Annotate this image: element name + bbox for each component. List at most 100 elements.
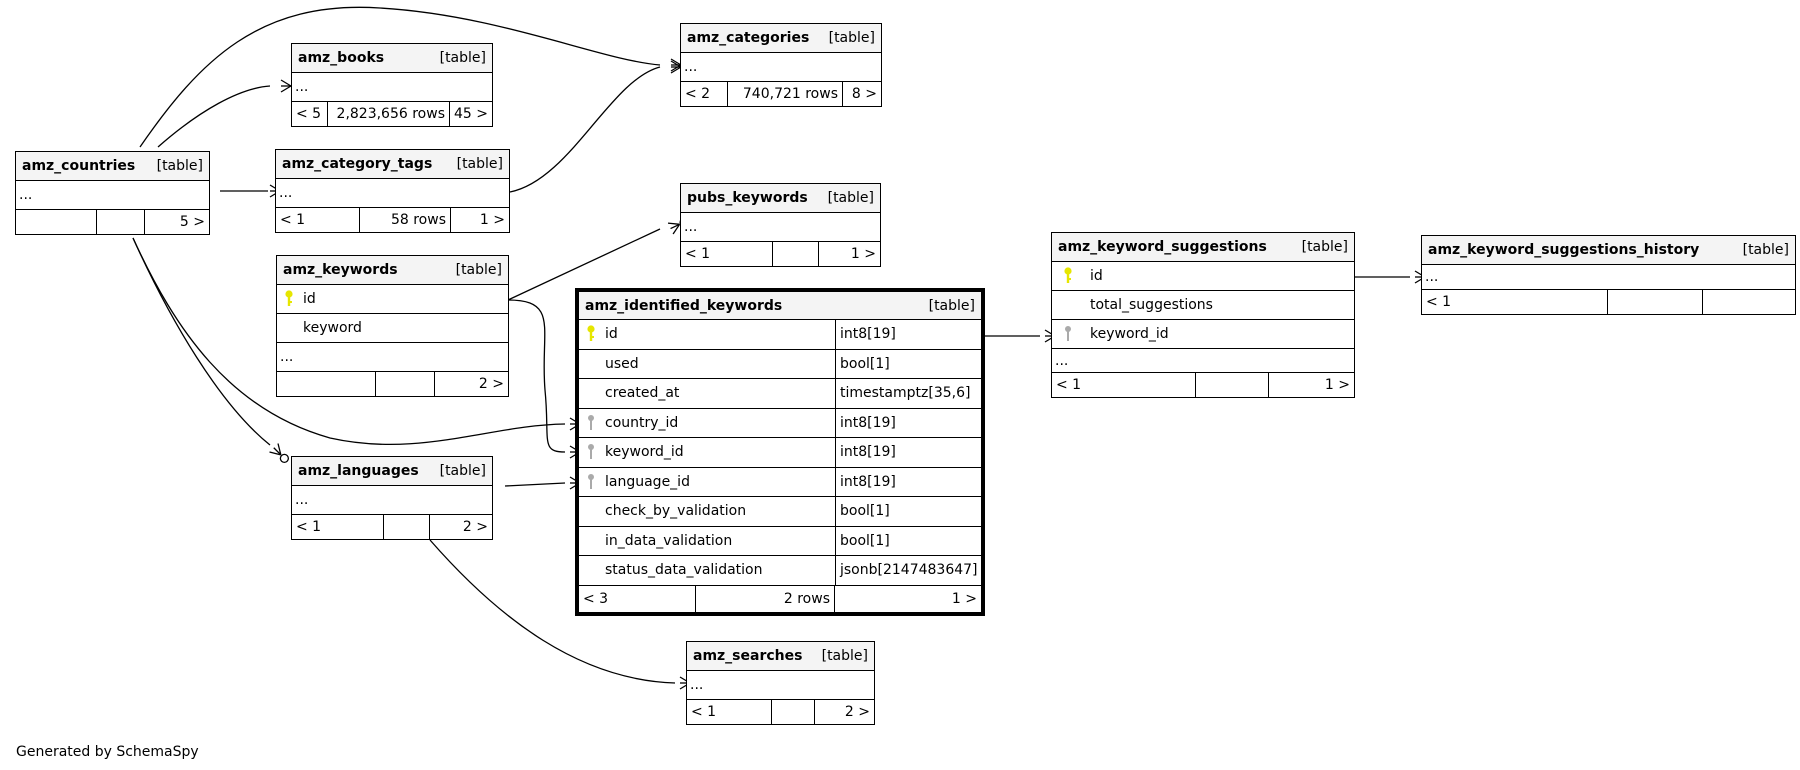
column-name: id — [303, 291, 316, 307]
table-header: amz_keyword_suggestions_history [table] — [1422, 236, 1795, 265]
column-name: keyword_id — [1090, 326, 1169, 342]
edge-countries-identified-keywords — [132, 237, 566, 446]
ellipsis-row: ... — [19, 187, 33, 203]
table-type: [table] — [156, 158, 203, 174]
table-header: amz_searches[table] — [687, 642, 874, 671]
column-name: check_by_validation — [605, 503, 747, 520]
table-type: [table] — [439, 50, 486, 66]
list-item: ... — [292, 73, 492, 102]
table-header: pubs_keywords[table] — [681, 184, 880, 213]
column-type: timestamptz[35,6] — [835, 379, 981, 408]
table-name: amz_category_tags — [282, 156, 433, 172]
ellipsis-row: ... — [1425, 269, 1439, 285]
table-row: created_at timestamptz[35,6] — [579, 379, 981, 409]
table-row: check_by_validation bool[1] — [579, 497, 981, 527]
list-item: ... — [276, 179, 509, 208]
table-pubs-keywords[interactable]: pubs_keywords[table] ... < 1 1 > — [680, 183, 881, 267]
edge-keywords-pubs-keywords — [507, 228, 661, 301]
ellipsis-row: ... — [684, 59, 698, 75]
column-name: used — [605, 355, 639, 372]
footer-parents: < 1 — [1056, 377, 1082, 393]
table-amz-categories[interactable]: amz_categories [table] ... < 2 740,721 ro… — [680, 23, 882, 107]
list-item: ... — [681, 53, 881, 82]
column-name: keyword_id — [605, 444, 684, 461]
table-row: id — [1052, 262, 1354, 291]
edge-countries-books — [157, 85, 271, 148]
footer-children — [1702, 290, 1795, 314]
table-amz-searches[interactable]: amz_searches[table] ... < 1 2 > — [686, 641, 875, 725]
footer-parents: < 3 — [583, 590, 609, 607]
footer-row-count: 2 rows — [695, 585, 834, 612]
table-row: status_data_validation jsonb[2147483647] — [579, 556, 981, 586]
table-footer: < 1 1 > — [681, 242, 880, 266]
ellipsis-row: ... — [684, 219, 698, 235]
generated-by-credit: Generated by SchemaSpy — [16, 744, 199, 760]
primary-key-icon — [583, 325, 599, 343]
table-type: [table] — [828, 30, 875, 46]
table-name: pubs_keywords — [687, 190, 808, 206]
table-name: amz_keywords — [283, 262, 398, 278]
table-name: amz_categories — [687, 30, 810, 46]
column-type: int8[19] — [835, 320, 981, 349]
table-name: amz_keyword_suggestions_history — [1428, 242, 1700, 258]
list-item: ... — [277, 343, 508, 372]
ellipsis-row: ... — [1055, 352, 1069, 369]
table-amz-keyword-suggestions-history[interactable]: amz_keyword_suggestions_history [table] .… — [1421, 235, 1796, 315]
footer-row-count — [1195, 373, 1268, 397]
footer-parents: < 1 — [1426, 294, 1452, 310]
footer-parents: < 5 — [296, 106, 322, 122]
edge-categories-category-tags — [509, 66, 661, 193]
table-header: amz_categories [table] — [681, 24, 881, 53]
footer-row-count — [96, 210, 144, 234]
footer-row-count — [1607, 290, 1702, 314]
table-footer: < 2 740,721 rows 8 > — [681, 82, 881, 106]
edge-countries-languages — [132, 237, 271, 446]
table-row: in_data_validation bool[1] — [579, 526, 981, 556]
table-name: amz_countries — [22, 158, 136, 174]
table-amz-category-tags[interactable]: amz_category_tags [table] ... < 1 58 rows… — [275, 149, 510, 233]
table-amz-keywords[interactable]: amz_keywords[table] id keyword ... 2 > — [276, 255, 509, 397]
column-name: status_data_validation — [605, 562, 763, 579]
table-row: keyword — [277, 314, 508, 343]
footer-row-count: 740,721 rows — [727, 82, 842, 106]
foreign-key-icon — [583, 473, 599, 491]
table-amz-books[interactable]: amz_books [table] ... < 5 2,823,656 rows … — [291, 43, 493, 127]
table-type: [table] — [455, 262, 502, 278]
column-name: in_data_validation — [605, 532, 733, 549]
footer-parents: < 1 — [280, 212, 306, 228]
footer-row-count — [772, 242, 818, 266]
footer-children: 45 > — [449, 102, 492, 126]
table-footer: < 3 2 rows 1 > — [579, 585, 981, 612]
table-footer: < 1 58 rows 1 > — [276, 208, 509, 232]
column-type: bool[1] — [835, 526, 981, 555]
table-type: [table] — [821, 648, 868, 664]
footer-children: 1 > — [1268, 373, 1354, 397]
table-footer: < 1 1 > — [1052, 373, 1354, 397]
table-row: keyword_id — [1052, 320, 1354, 349]
table-header: amz_countries [table] — [16, 152, 209, 181]
footer-row-count — [383, 515, 429, 539]
table-footer: < 5 2,823,656 rows 45 > — [292, 102, 492, 126]
column-type: bool[1] — [835, 497, 981, 526]
column-type: jsonb[2147483647] — [835, 556, 981, 585]
table-type: [table] — [456, 156, 503, 172]
column-name: created_at — [605, 385, 680, 402]
column-name: id — [605, 326, 618, 343]
table-row: id int8[19] — [579, 320, 981, 350]
footer-children: 1 > — [450, 208, 509, 232]
table-amz-languages[interactable]: amz_languages[table] ... < 1 2 > — [291, 456, 493, 540]
table-name: amz_books — [298, 50, 385, 66]
table-type: [table] — [1742, 242, 1789, 258]
footer-parents — [16, 210, 96, 234]
footer-row-count: 2,823,656 rows — [327, 102, 449, 126]
column-name: total_suggestions — [1090, 297, 1213, 313]
foreign-key-icon — [1060, 325, 1076, 343]
table-amz-keyword-suggestions[interactable]: amz_keyword_suggestions[table] id total_… — [1051, 232, 1355, 398]
foreign-key-icon — [583, 414, 599, 432]
list-item: ... — [1422, 265, 1795, 290]
table-amz-countries[interactable]: amz_countries[table] ... 5 > — [15, 151, 210, 235]
ellipsis-row: ... — [295, 492, 309, 508]
